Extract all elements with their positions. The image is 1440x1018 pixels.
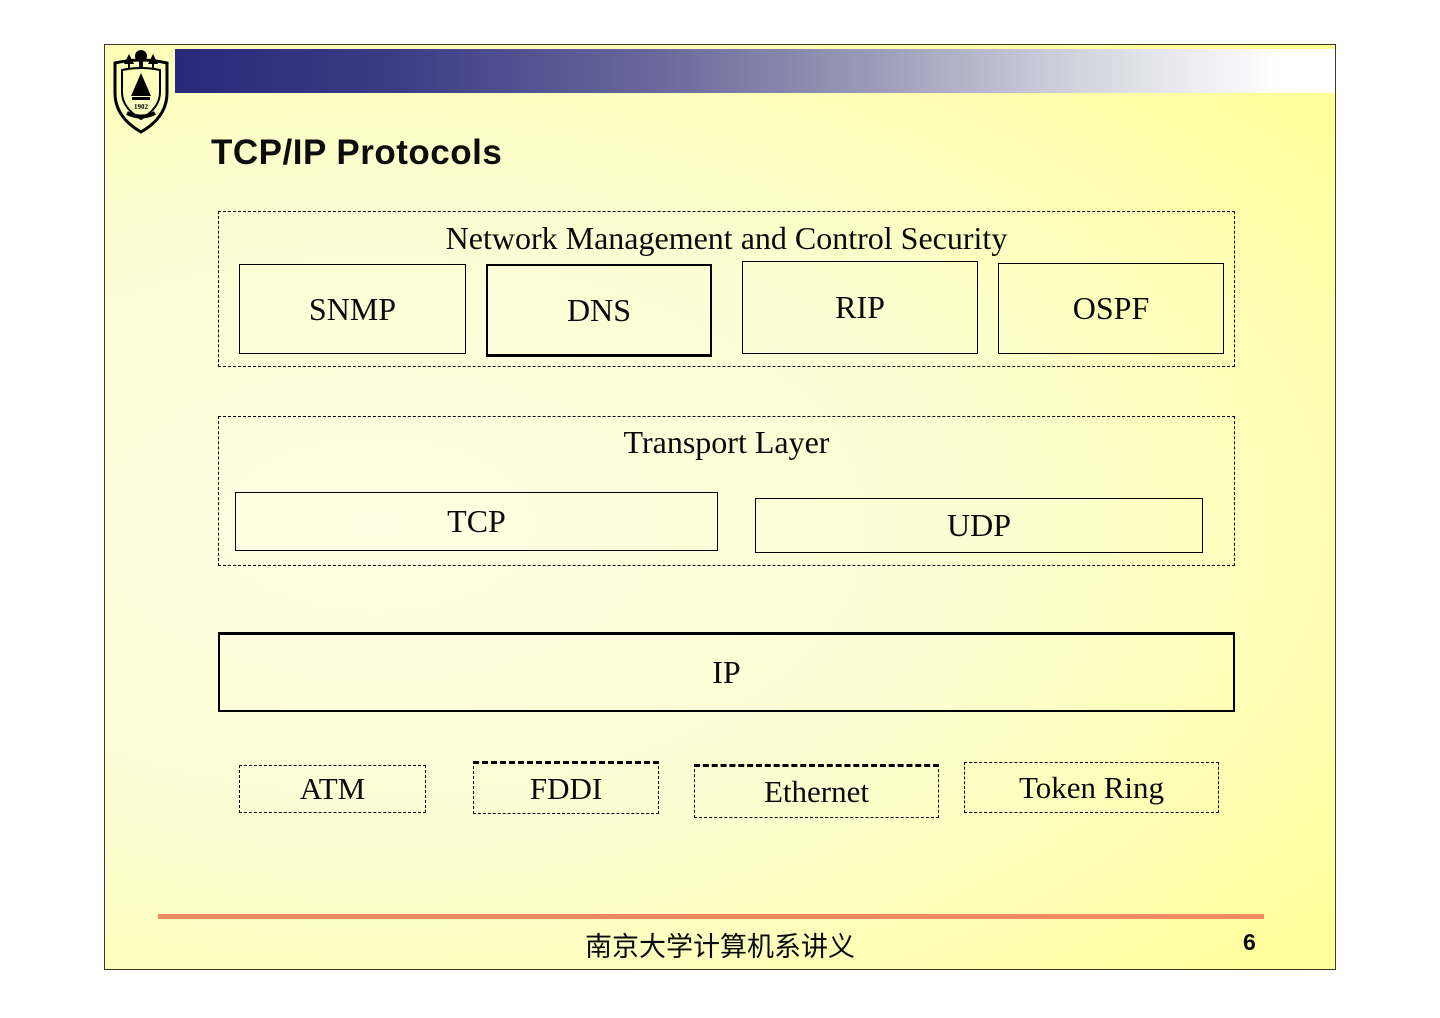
box-token-ring: Token Ring [964,762,1219,813]
transport-layer-group: Transport Layer TCP UDP [218,416,1235,566]
box-ethernet: Ethernet [694,764,939,818]
transport-layer-label: Transport Layer [623,424,830,460]
box-udp: UDP [755,498,1203,553]
box-udp-label: UDP [946,507,1011,543]
box-snmp: SNMP [239,264,466,354]
box-tcp: TCP [235,492,718,551]
box-dns: DNS [486,264,712,357]
application-layer-group: Network Management and Control Security … [218,211,1235,367]
footer-accent-line [158,914,1264,919]
box-fddi-label: FDDI [529,770,603,806]
box-ethernet-label: Ethernet [763,774,869,809]
box-rip-label: RIP [835,289,885,325]
box-atm: ATM [239,765,426,813]
box-ospf: OSPF [998,263,1224,354]
box-dns-label: DNS [566,291,631,328]
application-layer-label: Network Management and Control Security [445,220,1008,256]
page-number: 6 [1243,929,1256,955]
box-tcp-label: TCP [447,503,506,539]
box-ip: IP [218,632,1235,712]
box-fddi: FDDI [473,761,659,814]
box-ip-label: IP [712,654,741,690]
box-ospf-label: OSPF [1072,290,1150,326]
footer-text: 南京大学计算机系讲义 [585,932,855,963]
page-title: TCP/IP Protocols [211,133,503,172]
slide-canvas: 1902 TCP/IP Protocols Network Management… [104,44,1336,970]
university-crest-icon: 1902 [113,50,169,134]
box-rip: RIP [742,261,978,354]
box-snmp-label: SNMP [308,290,397,327]
header-gradient-bar [175,49,1335,93]
box-token-ring-label: Token Ring [1018,769,1165,805]
box-atm-label: ATM [299,771,366,806]
crest-year-text: 1902 [134,103,149,111]
